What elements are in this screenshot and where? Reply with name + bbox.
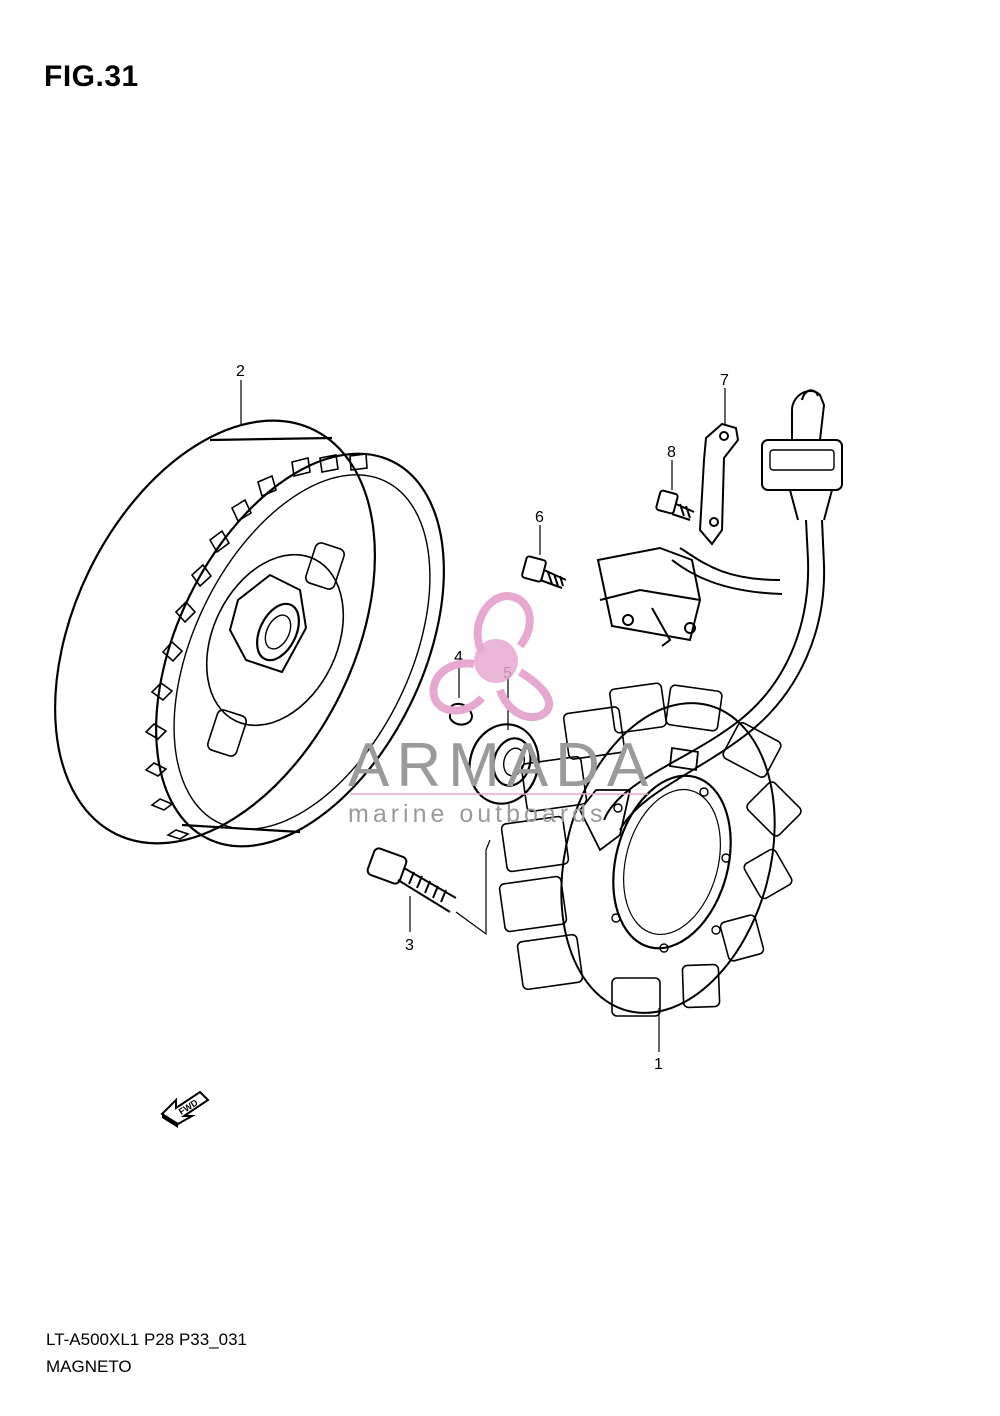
section-name: MAGNETO (46, 1357, 132, 1376)
callout-6: 6 (535, 509, 544, 526)
watermark-subtitle: marine outboards (348, 800, 607, 828)
clamp-part (698, 422, 740, 546)
callout-2: 2 (236, 363, 245, 380)
propeller-icon (429, 591, 553, 721)
fwd-arrow-icon: FWD (160, 1090, 210, 1128)
bolt-part (655, 489, 695, 521)
propeller-hub (474, 639, 518, 683)
callout-8: 8 (667, 444, 676, 461)
callout-7: 7 (720, 372, 729, 389)
callout-4: 4 (454, 649, 463, 666)
rotor-part (54, 419, 445, 848)
watermark-title: ARMADA (348, 731, 655, 800)
model-code: LT-A500XL1 P28 P33_031 (46, 1330, 248, 1349)
callout-1: 1 (654, 1056, 663, 1073)
screw-part (521, 555, 567, 589)
watermark: ARMADA marine outboards (348, 591, 655, 828)
wiring-harness (578, 389, 843, 852)
key-part (449, 702, 474, 726)
washer-part (468, 723, 540, 805)
rotor-bolt-part (366, 839, 491, 936)
stator-part (498, 682, 802, 1017)
leader-lines (240, 380, 726, 1052)
figure-title: FIG.31 (44, 60, 139, 93)
callout-3: 3 (405, 937, 414, 954)
